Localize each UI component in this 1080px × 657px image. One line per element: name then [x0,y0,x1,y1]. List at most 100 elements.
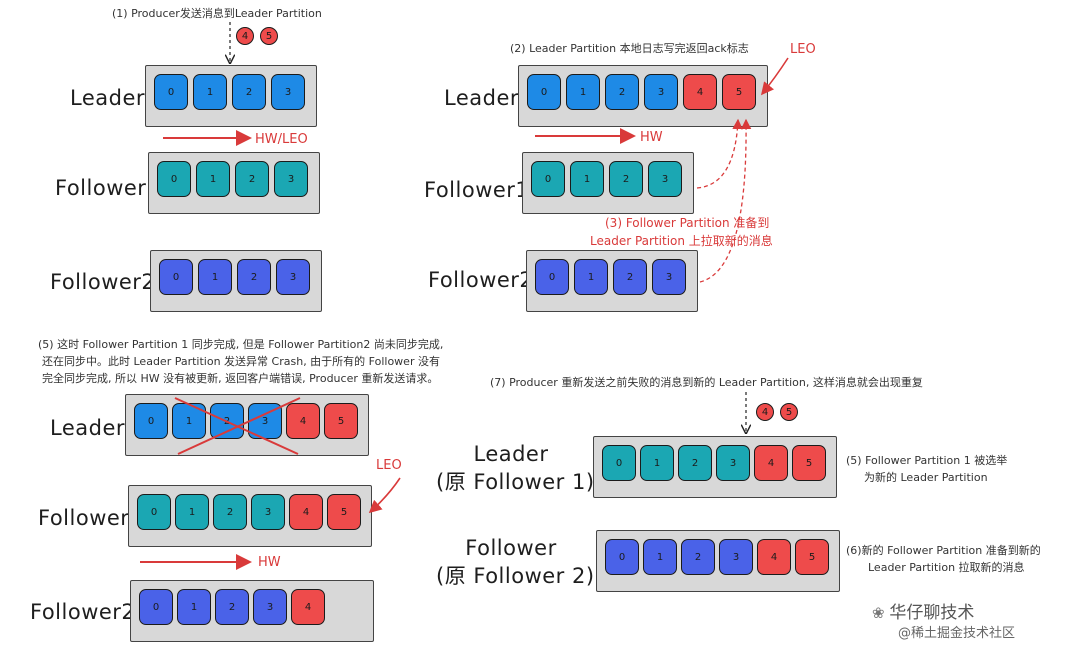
log-cell: 2 [681,539,715,575]
follower2-log: 0 1 2 3 [150,250,322,312]
fetch-arrow-follower1 [696,118,743,189]
step5-note-line3: 完全同步完成, 所以 HW 没有被更新, 返回客户端错误, Producer 重… [42,372,439,385]
step3-note-line2: Leader Partition 上拉取新的消息 [590,234,773,248]
log-cell: 1 [574,259,608,295]
log-cell: 0 [139,589,173,625]
log-cell: 1 [640,445,674,481]
watermark-title: ❀ 华仔聊技术 [872,598,974,623]
log-cell: 1 [193,74,227,110]
step5-note-line2: 还在同步中。此时 Leader Partition 发送异常 Crash, 由于… [42,355,440,368]
follower1-label: Follower1 [424,178,530,202]
log-cell: 4 [683,74,717,110]
follower2-log: 0 1 2 3 4 [130,580,374,642]
log-cell: 2 [237,259,271,295]
log-cell: 0 [134,403,168,439]
log-cell: 0 [157,161,191,197]
log-cell: 0 [527,74,561,110]
incoming-msg-5: 5 [260,27,278,45]
log-cell: 2 [235,161,269,197]
log-cell: 3 [644,74,678,110]
follower1-label: Follower1 [55,176,161,200]
log-cell: 0 [602,445,636,481]
follower2-log: 0 1 2 3 [526,250,698,312]
follower1-log: 0 1 2 3 4 5 [128,485,372,547]
log-cell: 2 [215,589,249,625]
log-cell: 5 [327,494,361,530]
log-cell: 4 [286,403,320,439]
log-cell: 0 [531,161,565,197]
log-cell: 1 [196,161,230,197]
incoming-msg-5: 5 [780,403,798,421]
leader-label: Leader [50,416,126,440]
hw-label: HW [640,130,663,145]
follower2-label: Follower2 [30,600,136,624]
watermark-line2: @稀土掘金技术社区 [898,626,1016,641]
log-cell: 4 [291,589,325,625]
step5b-note-line1: (5) Follower Partition 1 被选举 [846,454,1008,467]
log-cell: 1 [198,259,232,295]
log-cell: 2 [213,494,247,530]
follower2-label: Follower2 [50,270,156,294]
log-cell: 2 [605,74,639,110]
new-leader-label-line2: (原 Follower 1) [436,470,595,494]
log-cell: 0 [605,539,639,575]
new-leader-log: 0 1 2 3 4 5 [593,436,837,498]
step2-note: (2) Leader Partition 本地日志写完返回ack标志 [510,42,749,55]
leo-arrow [760,57,789,96]
new-leader-label-line1: Leader [473,442,549,466]
leader-log: 0 1 2 3 4 5 [125,394,369,456]
leo-label: LEO [790,42,816,57]
log-cell: 3 [719,539,753,575]
log-cell: 4 [289,494,323,530]
leo-label: LEO [376,458,402,473]
log-cell: 0 [154,74,188,110]
crash-cross [174,397,299,455]
step6-note-line2: Leader Partition 拉取新的消息 [868,561,1025,574]
log-cell: 0 [137,494,171,530]
leader-log: 0 1 2 3 [145,65,317,127]
new-follower-label-line2: (原 Follower 2) [436,564,595,588]
log-cell: 3 [276,259,310,295]
log-cell: 1 [177,589,211,625]
step5-note-line1: (5) 这时 Follower Partition 1 同步完成, 但是 Fol… [38,338,444,351]
hw-label: HW [258,555,281,570]
log-cell: 0 [535,259,569,295]
log-cell: 4 [754,445,788,481]
log-cell: 2 [232,74,266,110]
log-cell: 1 [172,403,206,439]
incoming-msg-4: 4 [756,403,774,421]
log-cell: 0 [159,259,193,295]
step5b-note-line2: 为新的 Leader Partition [864,471,988,484]
log-cell: 2 [613,259,647,295]
follower1-label: Follower1 [38,506,144,530]
leader-label: Leader [444,86,520,110]
new-follower-label-line1: Follower [465,536,557,560]
follower2-label: Follower2 [428,268,534,292]
leader-log: 0 1 2 3 4 5 [518,65,768,127]
log-cell: 4 [757,539,791,575]
step1-note: (1) Producer发送消息到Leader Partition [112,7,322,20]
wechat-icon: ❀ [872,604,890,622]
log-cell: 1 [566,74,600,110]
step7-note: (7) Producer 重新发送之前失败的消息到新的 Leader Parti… [490,376,923,389]
incoming-msg-4: 4 [236,27,254,45]
crash-cross [177,397,301,455]
log-cell: 2 [678,445,712,481]
log-cell: 5 [324,403,358,439]
follower1-log: 0 1 2 3 [148,152,320,214]
hw-leo-marker: HW/LEO [255,132,308,147]
log-cell: 3 [652,259,686,295]
log-cell: 3 [274,161,308,197]
watermark-line1: 华仔聊技术 [889,603,975,623]
log-cell: 3 [251,494,285,530]
log-cell: 2 [609,161,643,197]
log-cell: 3 [271,74,305,110]
log-cell: 3 [253,589,287,625]
log-cell: 1 [643,539,677,575]
leo-arrow [368,477,401,514]
log-cell: 1 [175,494,209,530]
new-follower-label: Follower (原 Follower 2) [436,534,595,590]
log-cell: 3 [716,445,750,481]
step3-note-line1: (3) Follower Partition 准备到 [605,216,770,230]
